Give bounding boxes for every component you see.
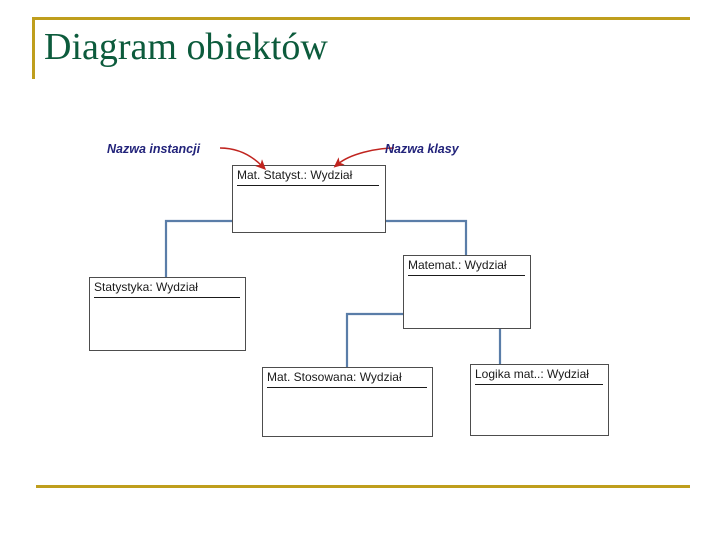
object-box-mat-stosowana[interactable]: Mat. Stosowana: Wydział	[262, 367, 433, 437]
object-box-matemat[interactable]: Matemat.: Wydział	[403, 255, 531, 329]
object-box-logika-mat[interactable]: Logika mat..: Wydział	[470, 364, 609, 436]
connector-matemat	[383, 219, 468, 257]
footer-rule	[36, 485, 690, 488]
object-label-mat-stosowana: Mat. Stosowana: Wydział	[267, 370, 402, 384]
object-name-underline	[237, 185, 379, 186]
title-top-rule	[32, 17, 690, 20]
object-name-underline	[408, 275, 525, 276]
annotation-nazwa-klasy: Nazwa klasy	[385, 142, 459, 156]
object-name-underline	[94, 297, 240, 298]
object-box-mat-statyst[interactable]: Mat. Statyst.: Wydział	[232, 165, 386, 233]
arrow-nazwa-instancji	[219, 147, 267, 171]
title-left-rule	[32, 17, 35, 79]
object-label-statystyka: Statystyka: Wydział	[94, 280, 198, 294]
object-label-logika-mat: Logika mat..: Wydział	[475, 367, 589, 381]
object-box-statystyka[interactable]: Statystyka: Wydział	[89, 277, 246, 351]
page-title: Diagram obiektów	[44, 26, 328, 68]
object-label-mat-statyst: Mat. Statyst.: Wydział	[237, 168, 353, 182]
object-name-underline	[267, 387, 427, 388]
annotation-nazwa-instancji: Nazwa instancji	[107, 142, 201, 156]
object-name-underline	[475, 384, 603, 385]
arrow-nazwa-klasy	[333, 147, 395, 168]
connector-statystyka	[164, 219, 234, 279]
object-label-matemat: Matemat.: Wydział	[408, 258, 507, 272]
connector-mat-stosowana	[345, 312, 405, 369]
